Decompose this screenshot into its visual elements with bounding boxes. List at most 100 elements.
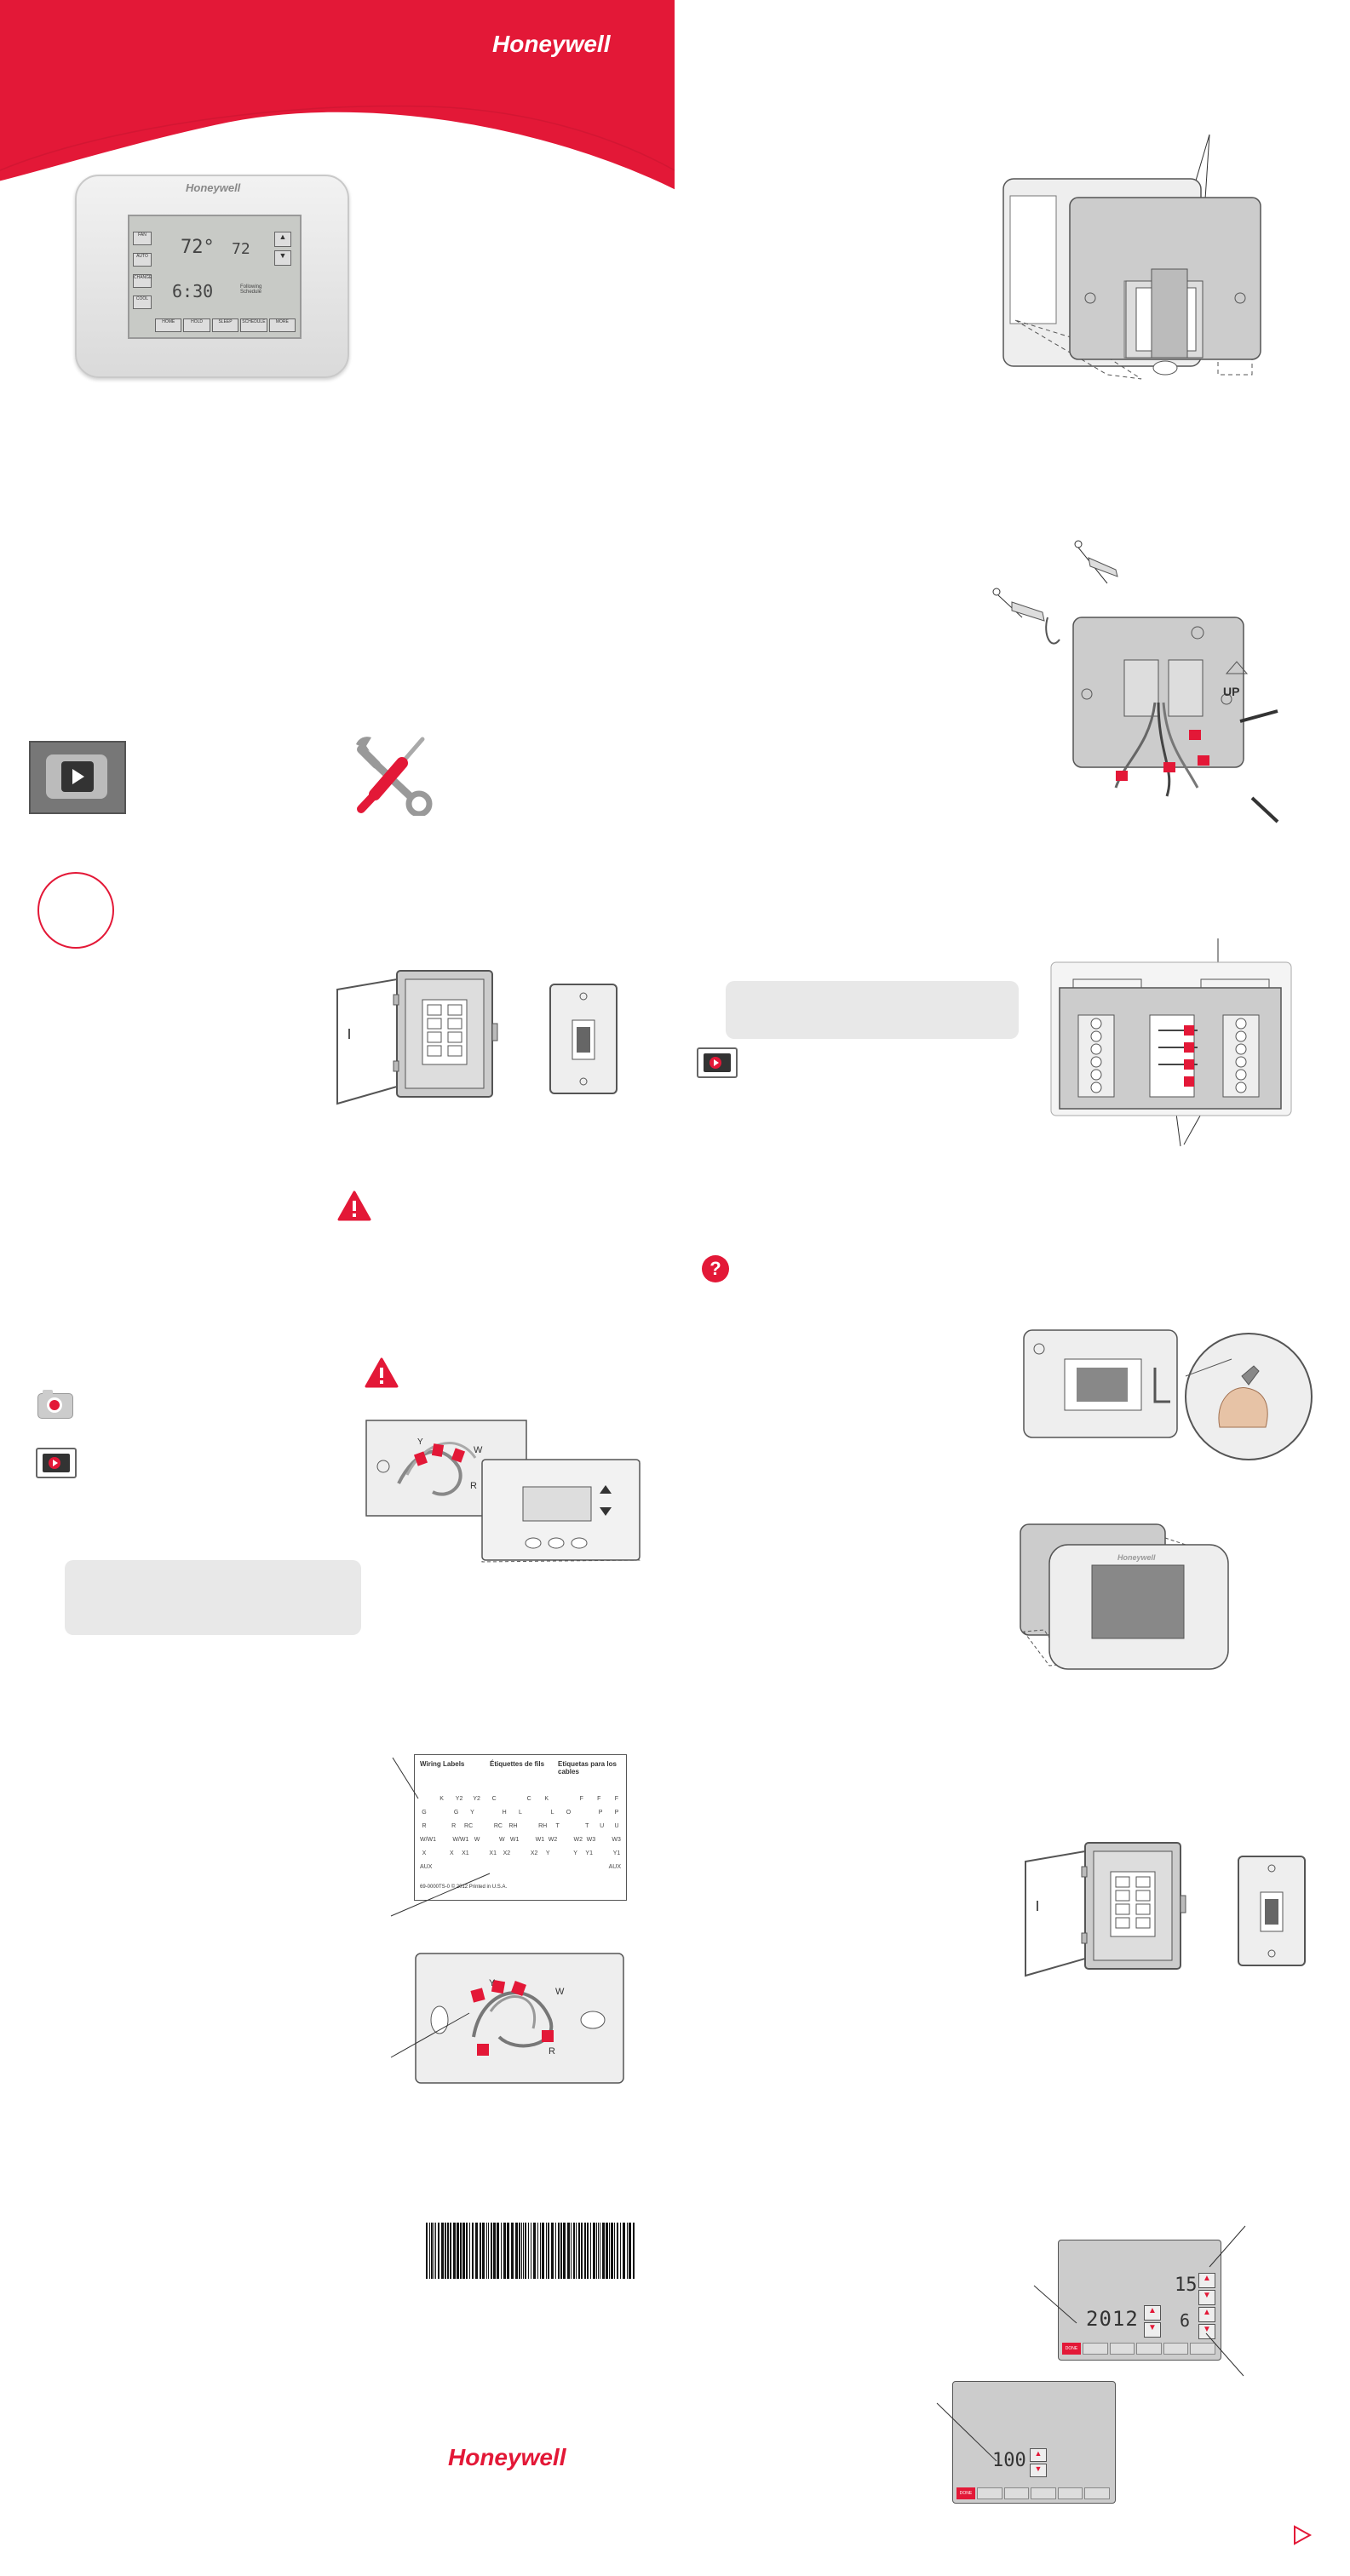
home-button[interactable]: HOME — [155, 318, 182, 332]
date-bottom-button-row — [1083, 2343, 1215, 2355]
barcode-bar — [578, 2223, 580, 2279]
year-up-button[interactable]: ▲ — [1144, 2305, 1161, 2321]
wiring-label-sheet: Wiring Labels Étiquettes de fils Etiquet… — [414, 1754, 627, 1901]
up-label: UP — [1223, 685, 1239, 698]
play-video-icon[interactable] — [36, 1448, 77, 1478]
terminal-wiring-illustration — [1050, 938, 1292, 1147]
day-display: 15 — [1175, 2275, 1198, 2296]
percent-blank-button[interactable] — [1003, 2487, 1030, 2499]
percent-blank-button[interactable] — [1084, 2487, 1110, 2499]
label-sheet-cell: L — [519, 1810, 522, 1816]
play-video-icon[interactable] — [697, 1047, 738, 1078]
camera-icon[interactable] — [37, 1388, 73, 1419]
terminal-screw — [1235, 1056, 1247, 1068]
day-up-button[interactable]: ▲ — [1198, 2273, 1215, 2288]
label-sheet-cell — [600, 1837, 608, 1850]
barcode-bar — [480, 2223, 481, 2279]
label-sheet-cell: F — [614, 1796, 618, 1802]
label-sheet-footer: 69-0000TS-0 © 2012 Printed in U.S.A. — [420, 1885, 508, 1890]
barcode-bar — [469, 2223, 470, 2279]
month-up-button[interactable]: ▲ — [1198, 2307, 1215, 2322]
play-button-icon[interactable] — [61, 761, 94, 792]
date-blank-button[interactable] — [1190, 2343, 1215, 2355]
barcode-bar — [511, 2223, 514, 2279]
label-sheet-cell: X1 — [462, 1850, 469, 1856]
terminal-screw — [1235, 1069, 1247, 1081]
cool-button[interactable]: COOL — [133, 295, 152, 309]
label-sheet-callouts — [390, 1757, 491, 1917]
fan-button[interactable]: FAN — [133, 232, 152, 245]
question-icon[interactable]: ? — [702, 1255, 729, 1282]
label-sheet-cell: X2 — [530, 1850, 538, 1856]
percent-blank-button[interactable] — [977, 2487, 1002, 2499]
label-sheet-cell: P — [598, 1810, 603, 1816]
barcode-bar — [429, 2223, 430, 2279]
label-sheet-cell: Y1 — [585, 1850, 593, 1856]
barcode-bar — [560, 2223, 562, 2279]
label-sheet-cell — [532, 1810, 541, 1823]
barcode-bar — [584, 2223, 586, 2279]
more-button[interactable]: MORE — [268, 318, 296, 332]
attach-thermostat-illustration: Honeywell — [1020, 1523, 1229, 1670]
percent-up-button[interactable]: ▲ — [1030, 2448, 1047, 2462]
percent-blank-button[interactable] — [1057, 2487, 1083, 2499]
date-blank-button[interactable] — [1109, 2343, 1135, 2355]
wire-label-y: Y — [489, 1978, 496, 1988]
header-logo: Honeywell — [492, 31, 611, 57]
date-callouts — [1033, 2225, 1246, 2377]
wire-label-r: R — [549, 2046, 555, 2057]
day-down-button[interactable]: ▼ — [1198, 2290, 1215, 2305]
terminal-label-r: R — [470, 1481, 477, 1491]
auto-button[interactable]: AUTO — [133, 253, 152, 267]
wallplate-mounting-illustration: UP — [992, 540, 1279, 823]
set-temp: 72 — [232, 240, 250, 258]
temp-up-button[interactable]: ▲ — [274, 232, 291, 247]
barcode-bar — [576, 2223, 577, 2279]
label-sheet-cell: X2 — [503, 1850, 511, 1856]
barcode-bar — [482, 2223, 485, 2279]
terminal-screw — [1090, 1030, 1102, 1042]
date-done-button[interactable]: DONE — [1062, 2343, 1081, 2355]
label-sheet-cell: Y — [545, 1850, 550, 1856]
percent-done-button[interactable]: DONE — [956, 2487, 975, 2499]
label-sheet-cell: X — [422, 1850, 427, 1856]
date-blank-button[interactable] — [1136, 2343, 1162, 2355]
year-down-button[interactable]: ▼ — [1144, 2322, 1161, 2338]
percent-blank-button[interactable] — [1031, 2487, 1056, 2499]
label-sheet-cell: X — [449, 1850, 454, 1856]
date-blank-button[interactable] — [1083, 2343, 1108, 2355]
next-page-arrow-icon[interactable] — [1291, 2524, 1313, 2546]
barcode-bar — [519, 2223, 520, 2279]
barcode-bar — [450, 2223, 451, 2279]
barcode-bar — [633, 2223, 635, 2279]
video-thumbnail[interactable] — [29, 741, 126, 814]
change-button[interactable]: CHANGE — [133, 274, 152, 288]
label-sheet-cell — [557, 1850, 566, 1864]
temp-down-button[interactable]: ▼ — [274, 250, 291, 266]
terminal-screw — [1090, 1043, 1102, 1055]
thermostat-logo: Honeywell — [186, 181, 241, 194]
label-sheet-cell: Y2 — [473, 1796, 480, 1802]
labeled-wires-illustration: Y W R — [415, 1953, 624, 2084]
month-down-button[interactable]: ▼ — [1198, 2324, 1215, 2339]
label-sheet-cell: F — [597, 1796, 601, 1802]
barcode-bar — [515, 2223, 518, 2279]
label-sheet-cell: Y — [470, 1810, 474, 1816]
schedule-button[interactable]: SCHEDULE — [240, 318, 267, 332]
label-sheet-cell: L — [550, 1810, 554, 1816]
left-button-column: FAN AUTO CHANGE COOL — [133, 232, 152, 309]
indoor-temp: 72° — [181, 237, 215, 258]
barcode-bar — [558, 2223, 560, 2279]
barcode-bar — [614, 2223, 615, 2279]
label-sheet-cell: R — [451, 1823, 457, 1829]
percent-display: 100 — [992, 2450, 1026, 2471]
label-sheet-cell: W3 — [586, 1837, 596, 1843]
hold-button[interactable]: HOLD — [183, 318, 210, 332]
sleep-button[interactable]: SLEEP — [211, 318, 239, 332]
date-blank-button[interactable] — [1163, 2343, 1189, 2355]
barcode-bar — [627, 2223, 628, 2279]
percent-down-button[interactable]: ▼ — [1030, 2464, 1047, 2477]
barcode-bar — [540, 2223, 541, 2279]
label-sheet-cell — [508, 1796, 516, 1810]
